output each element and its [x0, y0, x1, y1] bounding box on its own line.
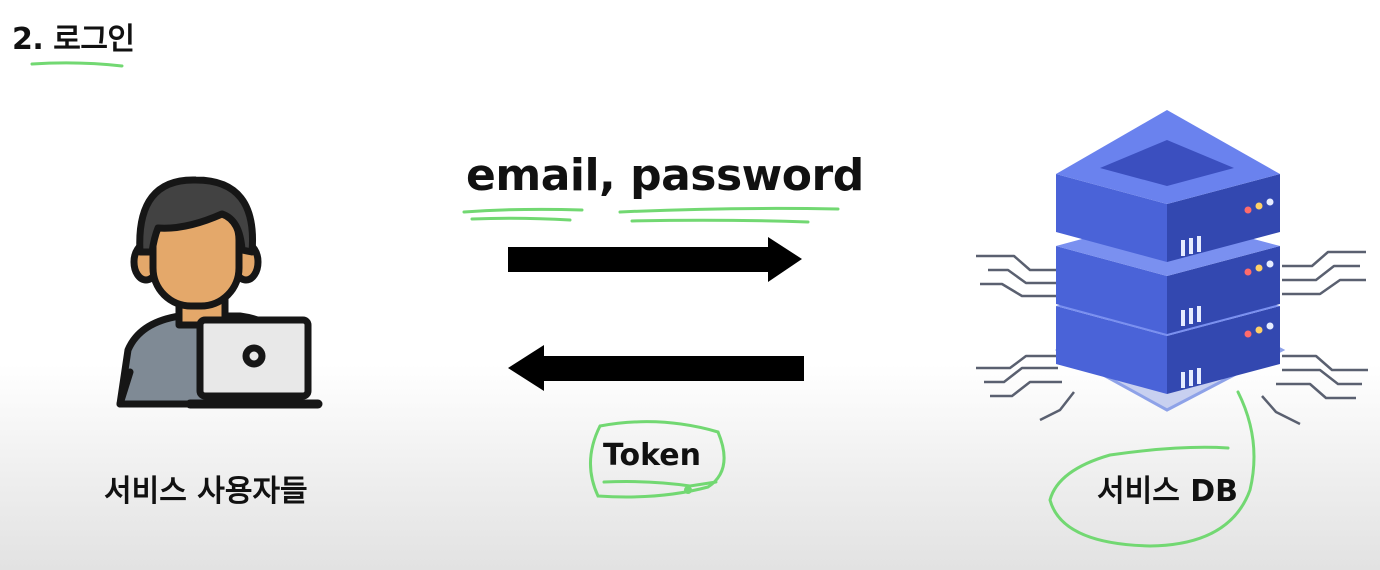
response-label: Token	[603, 438, 701, 473]
title-underline	[30, 61, 124, 68]
server-icon	[1054, 110, 1286, 412]
password-underline	[618, 206, 840, 224]
circuit-traces-right	[1261, 250, 1368, 426]
response-arrow	[508, 345, 804, 391]
request-label: email, password	[466, 150, 864, 201]
circuit-traces-left	[976, 254, 1075, 422]
token-underline	[602, 480, 718, 488]
user-icon	[116, 176, 323, 409]
token-dot	[684, 486, 692, 494]
db-circle	[1048, 390, 1256, 548]
request-arrow	[508, 237, 802, 282]
user-label: 서비스 사용자들	[104, 474, 308, 509]
server-label: 서비스 DB	[1097, 474, 1239, 509]
page-title: 2. 로그인	[12, 22, 135, 57]
email-underline	[462, 207, 584, 222]
token-circle	[588, 420, 726, 499]
